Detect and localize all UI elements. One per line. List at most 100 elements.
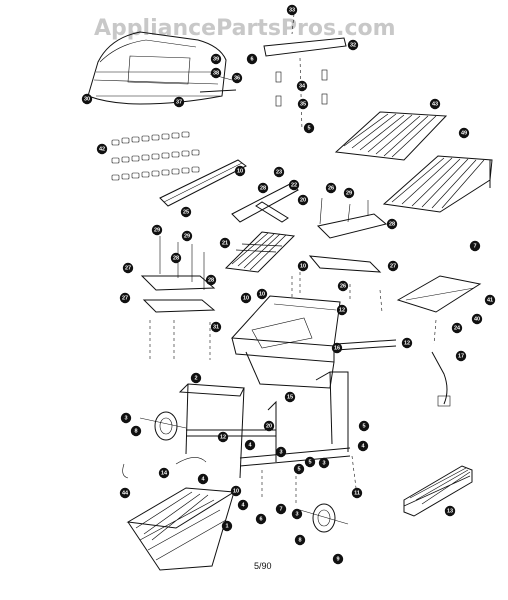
wheel-right[interactable]	[299, 503, 349, 533]
callout-marker	[286, 4, 298, 16]
grill-lid[interactable]	[87, 31, 227, 105]
callout-marker	[444, 505, 456, 517]
right-support-bracket[interactable]	[308, 197, 388, 273]
callout-number: 36	[234, 75, 240, 81]
part-callout-26: 26	[337, 280, 349, 292]
part-callout-28: 28	[170, 252, 182, 264]
bottom-grate-rack[interactable]	[403, 465, 473, 517]
part-callout-24: 24	[451, 322, 463, 334]
callout-number: 5	[308, 459, 311, 465]
callout-number: 10	[237, 168, 243, 174]
part-callout-27: 27	[387, 260, 399, 272]
part-callout-28: 28	[205, 274, 217, 286]
callout-number: 16	[334, 345, 340, 351]
firebox-housing[interactable]	[230, 276, 341, 389]
part-callout-9: 9	[332, 553, 344, 565]
gas-hose-regulator[interactable]	[431, 319, 451, 407]
callout-marker	[120, 412, 132, 424]
part-callout-10: 10	[230, 485, 242, 497]
callout-marker	[151, 224, 163, 236]
warming-rack-strip[interactable]	[263, 37, 347, 57]
callout-marker	[244, 439, 256, 451]
callout-marker	[257, 182, 269, 194]
part-callout-30: 30	[81, 93, 93, 105]
callout-marker	[255, 513, 267, 525]
diagram-code: 5/90	[254, 561, 272, 571]
left-support-bracket[interactable]	[140, 236, 216, 313]
callout-number: 28	[173, 255, 179, 261]
callout-marker	[210, 67, 222, 79]
callout-number: 27	[125, 265, 131, 271]
callout-marker	[451, 322, 463, 334]
callout-marker	[273, 166, 285, 178]
callout-marker	[219, 237, 231, 249]
igniter-wire[interactable]	[122, 457, 207, 479]
heat-shield[interactable]	[159, 159, 247, 207]
part-callout-33: 33	[286, 4, 298, 16]
part-callout-8: 8	[294, 534, 306, 546]
callout-marker	[210, 321, 222, 333]
part-callout-13: 13	[444, 505, 456, 517]
callout-marker	[275, 446, 287, 458]
part-callout-11: 11	[351, 487, 363, 499]
callout-number: 4	[241, 502, 245, 508]
callout-number: 7	[473, 243, 476, 249]
callout-number: 30	[84, 96, 90, 102]
wheel-left[interactable]	[139, 411, 187, 441]
callout-number: 24	[454, 325, 461, 331]
callout-marker	[336, 304, 348, 316]
lava-rocks[interactable]	[111, 131, 200, 181]
callout-number: 37	[176, 99, 182, 105]
part-callout-5: 5	[304, 456, 316, 468]
part-callout-4: 4	[237, 499, 249, 511]
part-callout-41: 41	[484, 294, 496, 306]
callout-marker	[469, 240, 481, 252]
part-callout-3: 3	[275, 446, 287, 458]
callout-number: 12	[404, 340, 410, 346]
callout-marker	[180, 206, 192, 218]
alignment-guides	[149, 272, 383, 506]
callout-number: 40	[474, 316, 480, 322]
callout-marker	[296, 80, 308, 92]
callout-number: 44	[122, 490, 129, 496]
cart-frame[interactable]	[178, 339, 397, 479]
callout-marker	[246, 53, 258, 65]
part-callout-28: 28	[257, 182, 269, 194]
part-callout-20: 20	[263, 420, 275, 432]
callout-number: 11	[354, 490, 360, 496]
callout-number: 20	[300, 197, 306, 203]
callout-marker	[181, 230, 193, 242]
callout-number: 4	[201, 476, 205, 482]
part-callout-3: 3	[318, 457, 330, 469]
part-callout-36: 36	[231, 72, 243, 84]
part-callout-35: 35	[297, 98, 309, 110]
part-callout-44: 44	[119, 487, 131, 499]
part-callout-23: 23	[273, 166, 285, 178]
warming-rack[interactable]	[382, 155, 493, 213]
burner-tube[interactable]	[231, 183, 299, 223]
callout-number: 33	[289, 7, 295, 13]
callout-marker	[294, 534, 306, 546]
part-callout-5: 5	[293, 463, 305, 475]
callout-number: 26	[328, 185, 334, 191]
callout-number: 3	[322, 460, 325, 466]
callout-marker	[230, 485, 242, 497]
bottom-shelf[interactable]	[126, 487, 236, 571]
callout-marker	[331, 342, 343, 354]
part-callout-16: 16	[331, 342, 343, 354]
callout-marker	[318, 457, 330, 469]
part-callout-26: 26	[325, 182, 337, 194]
part-callout-29: 29	[151, 224, 163, 236]
callout-marker	[284, 391, 296, 403]
part-callout-8: 8	[130, 425, 142, 437]
callout-marker	[401, 337, 413, 349]
briquette-grid[interactable]	[224, 231, 296, 273]
side-shelf-right[interactable]	[396, 275, 482, 313]
cooking-grate-upper[interactable]	[334, 111, 448, 161]
callout-number: 41	[487, 297, 493, 303]
callout-marker	[303, 122, 315, 134]
part-callout-31: 31	[210, 321, 222, 333]
callout-number: 5	[307, 125, 310, 131]
